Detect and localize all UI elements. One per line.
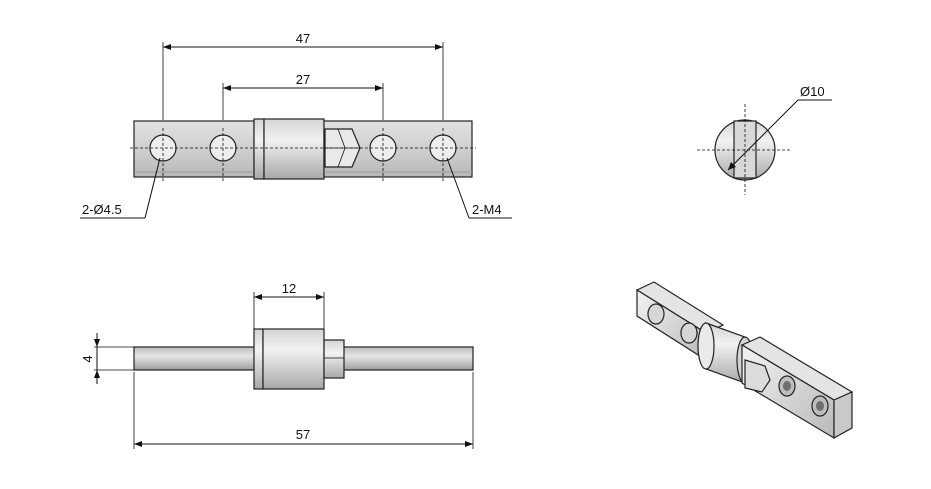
isometric-view bbox=[635, 281, 854, 440]
side-view: 12 4 57 bbox=[80, 281, 474, 449]
callout-text-threaded: 2-M4 bbox=[472, 202, 502, 217]
dimension-47: 47 bbox=[162, 31, 444, 120]
dim-text-4: 4 bbox=[80, 355, 95, 362]
callout-text-through: 2-Ø4.5 bbox=[82, 202, 122, 217]
callout-threaded-holes: 2-M4 bbox=[446, 157, 512, 219]
top-view: 47 27 bbox=[80, 31, 512, 219]
dim-text-27: 27 bbox=[296, 72, 310, 87]
dim-text-57: 57 bbox=[296, 427, 310, 442]
center-lines bbox=[130, 128, 476, 182]
end-view: Ø10 bbox=[697, 84, 832, 195]
dim-text-12: 12 bbox=[282, 281, 296, 296]
side-barrel bbox=[262, 328, 325, 390]
side-nut bbox=[323, 339, 345, 379]
side-washer bbox=[253, 328, 264, 390]
dimension-4: 4 bbox=[80, 333, 134, 384]
callout-text-diameter: Ø10 bbox=[800, 84, 825, 99]
dim-text-47: 47 bbox=[296, 31, 310, 46]
dimension-12: 12 bbox=[253, 281, 325, 329]
callout-through-holes: 2-Ø4.5 bbox=[80, 157, 161, 219]
center-barrel bbox=[263, 118, 325, 180]
iso-threaded-holes bbox=[778, 375, 829, 417]
left-knuckle-ring bbox=[253, 118, 265, 180]
dimension-27: 27 bbox=[222, 72, 384, 120]
dimension-57: 57 bbox=[133, 372, 474, 449]
iso-nut bbox=[744, 359, 771, 393]
